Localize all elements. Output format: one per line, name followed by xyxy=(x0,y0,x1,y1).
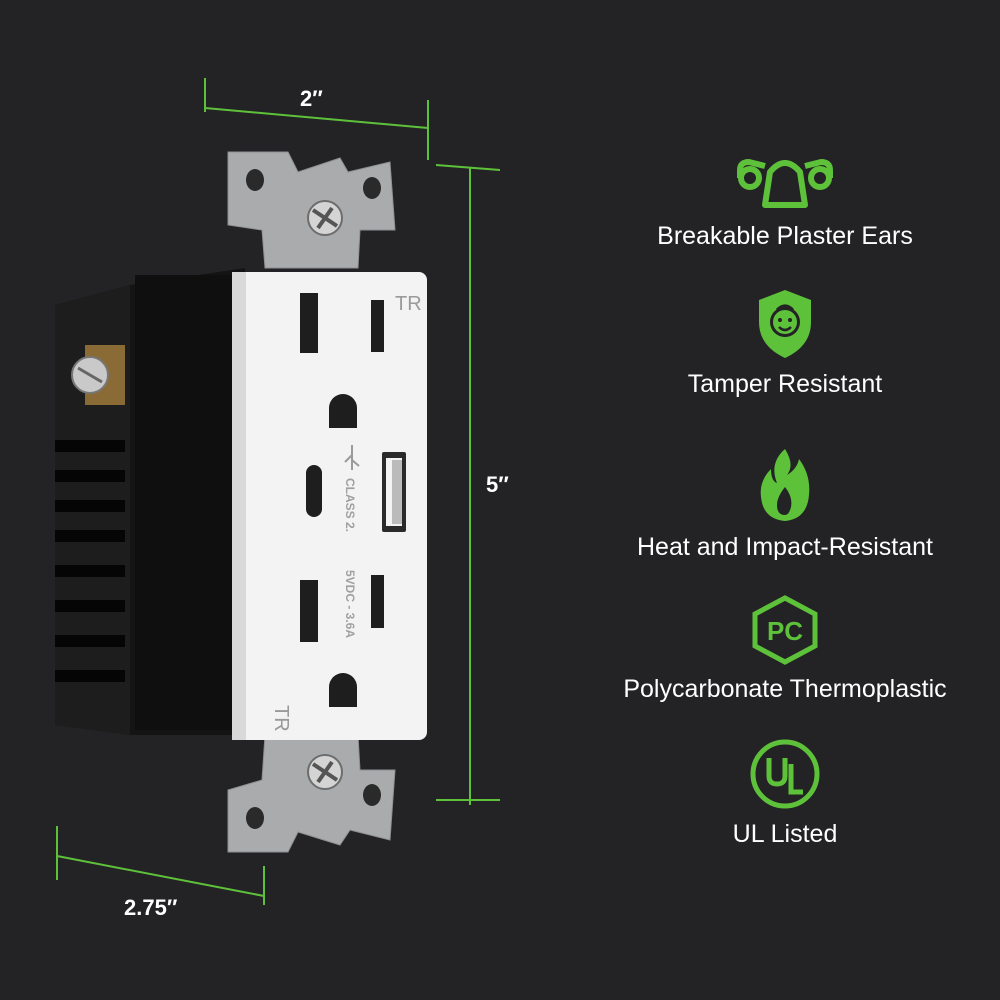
tr-marking-bottom: TR xyxy=(270,705,292,732)
mounting-strap xyxy=(227,151,396,853)
feature-polycarbonate: PC Polycarbonate Thermoplastic xyxy=(590,595,980,704)
feature-label: Tamper Resistant xyxy=(687,370,883,398)
feature-label: Heat and Impact-Resistant xyxy=(637,533,933,561)
flame-icon xyxy=(760,449,810,521)
receptacle-housing xyxy=(55,268,245,735)
child-shield-icon xyxy=(759,290,811,358)
feature-plaster-ears: Breakable Plaster Ears xyxy=(590,150,980,251)
width-dimension-label: 2″ xyxy=(300,86,323,111)
tr-marking-top: TR xyxy=(395,293,422,315)
plaster-ears-icon xyxy=(737,159,833,208)
ul-listed-icon xyxy=(750,739,820,809)
depth-dimension-line xyxy=(56,826,265,905)
feature-label: Breakable Plaster Ears xyxy=(657,222,913,250)
usb-class-text: CLASS 2. xyxy=(343,478,357,532)
width-dimension-line xyxy=(204,78,429,160)
height-dimension-label: 5″ xyxy=(486,472,509,497)
feature-heat-impact: Heat and Impact-Resistant xyxy=(590,447,980,562)
pc-hexagon-icon: PC xyxy=(752,595,818,665)
depth-dimension-label: 2.75″ xyxy=(124,895,178,920)
feature-ul-listed: UL Listed xyxy=(590,738,980,849)
feature-label: UL Listed xyxy=(732,820,838,848)
svg-text:PC: PC xyxy=(767,616,803,646)
receptacle-face: TR TR CLASS 2. 5VDC - 3.6A xyxy=(232,272,427,740)
usb-rating-text: 5VDC - 3.6A xyxy=(343,570,357,638)
feature-tamper-resistant: Tamper Resistant xyxy=(590,288,980,399)
feature-label: Polycarbonate Thermoplastic xyxy=(623,675,947,703)
strap-screws xyxy=(307,200,343,790)
height-dimension-line xyxy=(435,164,501,805)
